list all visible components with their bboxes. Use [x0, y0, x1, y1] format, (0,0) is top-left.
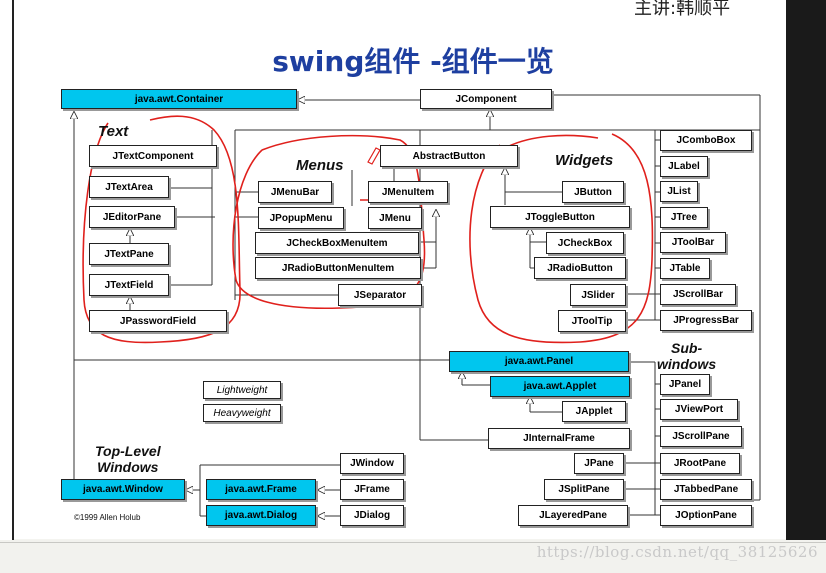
- node-jcombobox: JComboBox: [660, 130, 752, 151]
- node-jcomponent: JComponent: [420, 89, 552, 109]
- group-label-subwindows: Sub- windows: [657, 340, 717, 372]
- node-java-awt-window: java.awt.Window: [61, 479, 185, 500]
- node-jradiobutton: JRadioButton: [534, 257, 626, 279]
- node-jtabbedpane: JTabbedPane: [660, 479, 752, 500]
- node-jtooltip: JToolTip: [558, 310, 626, 332]
- node-jtree: JTree: [660, 207, 708, 228]
- legend-heavyweight: Heavyweight: [203, 404, 281, 422]
- node-jrootpane: JRootPane: [660, 453, 740, 474]
- node-jslider: JSlider: [570, 284, 626, 306]
- node-jmenu: JMenu: [368, 207, 422, 229]
- node-jdialog: JDialog: [340, 505, 404, 526]
- right-frame: [786, 0, 826, 573]
- node-jpasswordfield: JPasswordField: [89, 310, 227, 332]
- node-jbutton: JButton: [562, 181, 624, 203]
- node-jcheckbox: JCheckBox: [546, 232, 624, 254]
- node-jlist: JList: [660, 181, 698, 202]
- node-jtogglebutton: JToggleButton: [490, 206, 630, 228]
- node-jframe: JFrame: [340, 479, 404, 500]
- node-jtextfield: JTextField: [89, 274, 169, 296]
- legend-lightweight: Lightweight: [203, 381, 281, 399]
- group-label-widgets: Widgets: [555, 152, 614, 169]
- node-jprogressbar: JProgressBar: [660, 310, 752, 331]
- left-edge: [0, 0, 14, 540]
- node-jpane: JPane: [574, 453, 624, 474]
- node-java-awt-container: java.awt.Container: [61, 89, 297, 109]
- node-jscrollpane: JScrollPane: [660, 426, 742, 447]
- node-jmenuitem: JMenuItem: [368, 181, 448, 203]
- bottom-area: [0, 540, 826, 573]
- node-jviewport: JViewPort: [660, 399, 738, 420]
- node-jscrollbar: JScrollBar: [660, 284, 736, 305]
- copyright-label: ©1999 Allen Holub: [74, 513, 141, 522]
- node-java-awt-applet: java.awt.Applet: [490, 376, 630, 397]
- node-jseparator: JSeparator: [338, 284, 422, 306]
- node-jtextcomponent: JTextComponent: [89, 145, 217, 167]
- node-jpopupmenu: JPopupMenu: [258, 207, 344, 229]
- node-jsplitpane: JSplitPane: [544, 479, 624, 500]
- group-label-toplevel: Top-Level Windows: [95, 443, 161, 475]
- node-java-awt-frame: java.awt.Frame: [206, 479, 316, 500]
- node-joptionpane: JOptionPane: [660, 505, 752, 526]
- node-jcheckboxmenuitem: JCheckBoxMenuItem: [255, 232, 419, 254]
- node-jpanel: JPanel: [660, 374, 710, 395]
- node-jinternalframe: JInternalFrame: [488, 428, 630, 449]
- page-title: swing组件 -组件一览: [272, 45, 554, 78]
- group-label-menus: Menus: [296, 157, 344, 174]
- top-strip: 主讲:韩顺平: [0, 0, 786, 19]
- node-jeditorpane: JEditorPane: [89, 206, 175, 228]
- node-jtextarea: JTextArea: [89, 176, 169, 198]
- watermark-label: https://blog.csdn.net/qq_38125626: [536, 543, 818, 561]
- node-jmenubar: JMenuBar: [258, 181, 332, 203]
- node-jtable: JTable: [660, 258, 710, 279]
- node-jtextpane: JTextPane: [89, 243, 169, 265]
- author-label: 主讲:韩顺平: [634, 0, 731, 19]
- node-jlabel: JLabel: [660, 156, 708, 177]
- node-jtoolbar: JToolBar: [660, 232, 726, 253]
- node-jlayeredpane: JLayeredPane: [518, 505, 628, 526]
- group-label-text: Text: [98, 123, 129, 140]
- node-java-awt-panel: java.awt.Panel: [449, 351, 629, 372]
- node-jwindow: JWindow: [340, 453, 404, 474]
- node-abstractbutton: AbstractButton: [380, 145, 518, 167]
- node-japplet: JApplet: [562, 401, 626, 422]
- node-java-awt-dialog: java.awt.Dialog: [206, 505, 316, 526]
- node-jradiobuttonmenuitem: JRadioButtonMenuItem: [255, 257, 421, 279]
